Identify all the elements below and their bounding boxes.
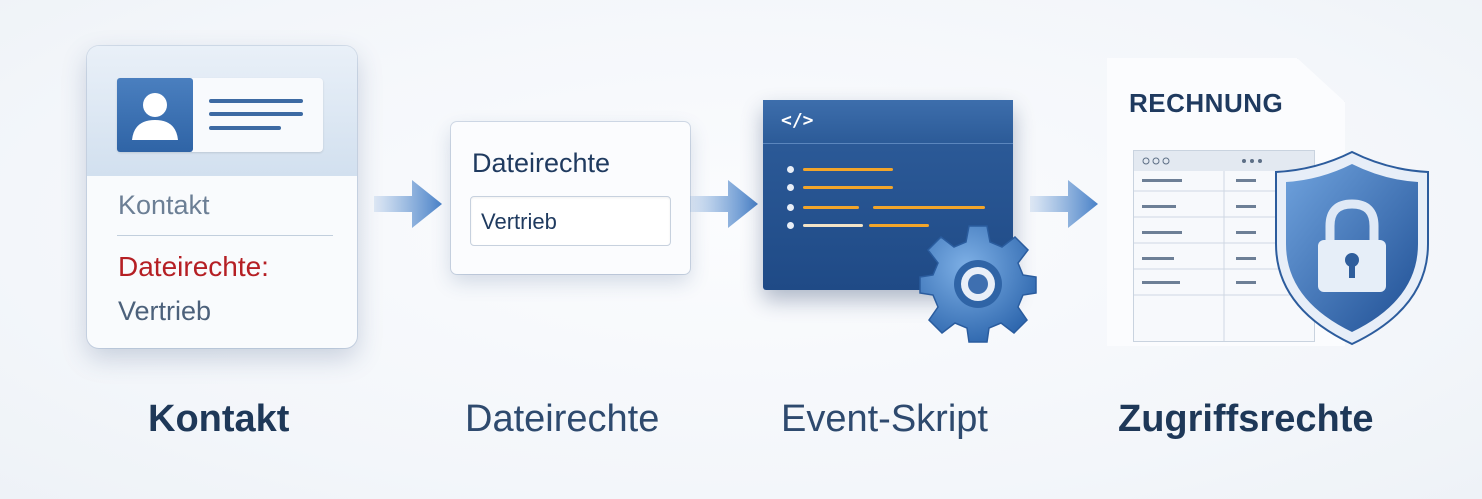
file-permission-title: Dateirechte — [472, 148, 611, 178]
caption-event-skript: Event-Skript — [781, 398, 988, 440]
shield-lock-icon — [1275, 150, 1429, 346]
code-icon: </> — [781, 110, 814, 131]
divider — [117, 235, 333, 236]
arrow-right-icon — [1030, 180, 1098, 228]
caption-zugriffsrechte: Zugriffsrechte — [1118, 398, 1374, 440]
id-badge — [117, 78, 323, 152]
arrow-right-icon — [690, 180, 758, 228]
contact-name-label: Kontakt — [118, 190, 210, 220]
gear-icon — [919, 225, 1037, 343]
caption-dateirechte: Dateirechte — [465, 398, 660, 440]
file-permission-label: Dateirechte: — [118, 251, 269, 282]
caption-kontakt: Kontakt — [148, 398, 290, 440]
file-permission-card: Dateirechte Vertrieb — [451, 122, 690, 274]
file-permission-field[interactable]: Vertrieb — [470, 196, 671, 246]
script-title-bar: </> — [763, 100, 1013, 144]
event-script-window: </> — [763, 100, 1013, 290]
file-permission-field-value: Vertrieb — [481, 209, 557, 234]
contact-card-header — [87, 46, 357, 176]
user-icon — [117, 78, 193, 152]
file-permission-value: Vertrieb — [118, 296, 212, 326]
invoice-title: RECHNUNG — [1129, 88, 1284, 118]
arrow-right-icon — [374, 180, 442, 228]
contact-card: Kontakt Dateirechte: Vertrieb — [87, 46, 357, 348]
